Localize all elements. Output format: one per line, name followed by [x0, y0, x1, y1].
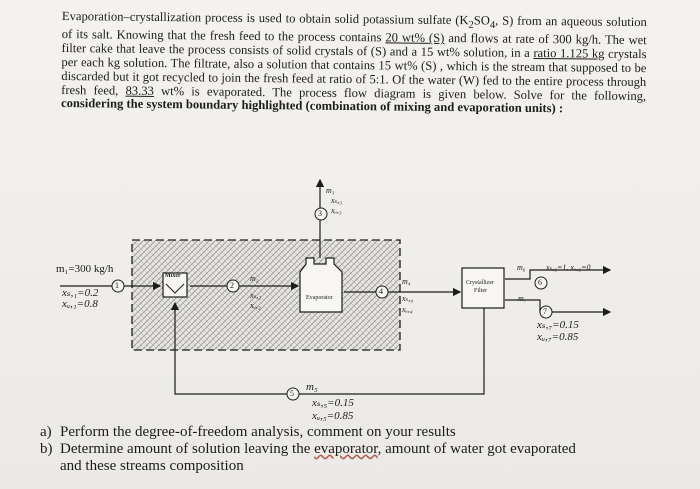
stream-5-number: 5: [290, 389, 294, 398]
stream-2-number: 2: [230, 281, 234, 290]
stream-5-xw: xᵤ,₅=0.85: [312, 410, 354, 422]
stream-5-xs: xₛ,₅=0.15: [312, 397, 354, 409]
stream-6-number: 6: [538, 278, 542, 287]
stream-1-marker: [111, 279, 125, 293]
stream-3-xs: xₛ,₃: [331, 196, 343, 205]
stream-7-marker: [539, 305, 553, 319]
marked-word: evaporator: [314, 441, 378, 457]
stream-1-xs: xₛ,₁=0.2: [62, 287, 99, 299]
stream-7-flow: m₇: [518, 294, 527, 303]
stream-1-flow: m₁=300 kg/h: [56, 263, 114, 275]
stream-2-flow: m₂: [250, 274, 259, 283]
stream-7-line: [505, 299, 612, 317]
stream-6-composition: xₛ,₆=1, xᵤ,₆=0: [546, 263, 591, 272]
question-letter: b): [40, 441, 53, 457]
stream-2-xs: xₛ,₂: [250, 291, 262, 300]
stream-1-xw: xᵤ,₁=0.8: [62, 298, 98, 310]
crystallizer-label: Crystallizer: [466, 280, 494, 286]
question-text: and these streams composition: [60, 458, 244, 474]
stream-6-line: [505, 265, 612, 280]
question-text: Determine amount of solution leaving the: [60, 441, 315, 457]
system-boundary: [131, 239, 401, 351]
stream-3-flow: m₃: [326, 186, 335, 195]
question-b: b) Determine amount of solution leaving t…: [40, 441, 576, 458]
question-b-continuation: and these streams composition: [60, 458, 244, 475]
stream-7-number: 7: [543, 307, 547, 316]
question-letter: a): [40, 424, 52, 440]
stream-4-number: 4: [379, 287, 383, 296]
stream-3-xw: xᵤ,₃: [331, 206, 342, 215]
stream-2-marker: [226, 279, 240, 293]
stream-5-marker: [286, 387, 300, 401]
stream-4-marker: [375, 285, 389, 299]
stream-1-number: 1: [115, 281, 119, 290]
mixer-label: Mixer: [165, 273, 181, 279]
stream-6-marker: [534, 276, 548, 290]
crystallizer-filter-unit: [461, 267, 505, 309]
evaporator-unit: [299, 257, 343, 313]
evaporator-label: Evaporator: [306, 295, 333, 301]
stream-5-recycle-line: [170, 301, 485, 395]
filter-label: Filter: [474, 288, 487, 294]
stream-3-number: 3: [318, 209, 322, 218]
question-a: a) Perform the degree-of-freedom analysis…: [40, 424, 456, 441]
question-text: , amount of water got evaporated: [377, 441, 576, 457]
stream-7-xw: xᵤ,₇=0.85: [537, 331, 579, 343]
stream-5-flow: m₅: [306, 381, 318, 393]
stream-4-xs: xₛ,₄: [402, 294, 414, 303]
stream-4-flow: m₄: [402, 277, 411, 286]
stream-6-flow: m₆: [517, 263, 526, 272]
stream-2-xw: xᵤ,₂: [250, 301, 261, 310]
stream-3-marker: [314, 207, 328, 221]
mixer-unit: [162, 272, 188, 298]
stream-4-xw: xᵤ,₄: [402, 305, 413, 314]
question-text: Perform the degree-of-freedom analysis, …: [60, 424, 456, 440]
stream-7-xs: xₛ,₇=0.15: [537, 319, 579, 331]
